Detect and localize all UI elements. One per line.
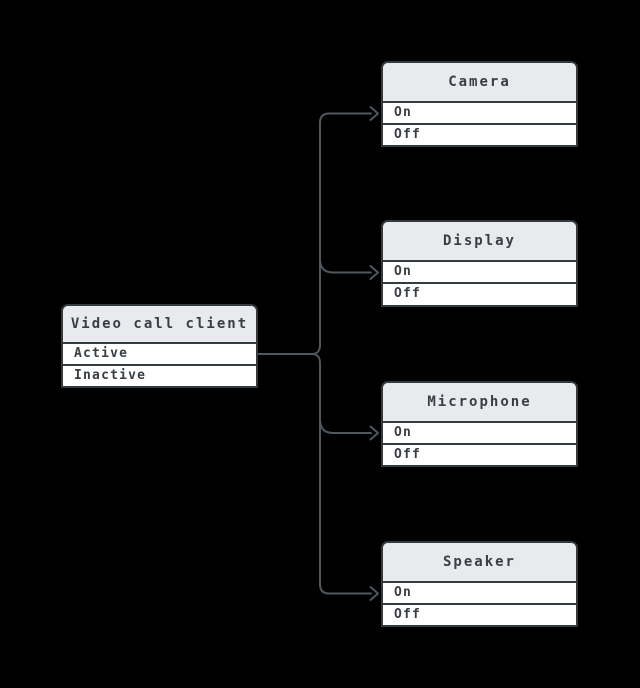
node-speaker: Speaker On Off — [381, 541, 578, 627]
edge-junction-up — [311, 344, 321, 355]
edge-to-camera — [319, 112, 372, 346]
row-on: On — [383, 262, 576, 282]
node-microphone: Microphone On Off — [381, 381, 578, 467]
row-off: Off — [383, 603, 576, 625]
row-off: Off — [383, 282, 576, 304]
edge-to-display — [319, 258, 372, 274]
arrowhead-speaker-icon — [369, 586, 379, 601]
node-title: Display — [383, 222, 576, 262]
arrowhead-microphone-icon — [369, 425, 379, 441]
edge-to-speaker — [319, 362, 372, 595]
node-title: Video call client — [63, 306, 256, 344]
node-video-call-client: Video call client Active Inactive — [61, 304, 258, 388]
arrowhead-display-icon — [369, 265, 379, 280]
node-display: Display On Off — [381, 220, 578, 307]
arrowhead-camera-icon — [369, 106, 379, 121]
row-inactive: Inactive — [63, 364, 256, 386]
node-title: Camera — [383, 63, 576, 103]
row-on: On — [383, 423, 576, 443]
row-on: On — [383, 583, 576, 603]
row-off: Off — [383, 123, 576, 145]
node-title: Speaker — [383, 543, 576, 583]
row-off: Off — [383, 443, 576, 465]
node-camera: Camera On Off — [381, 61, 578, 147]
node-title: Microphone — [383, 383, 576, 423]
row-on: On — [383, 103, 576, 123]
edge-junction-down — [311, 353, 321, 364]
edge-to-microphone — [319, 418, 372, 434]
row-active: Active — [63, 344, 256, 364]
